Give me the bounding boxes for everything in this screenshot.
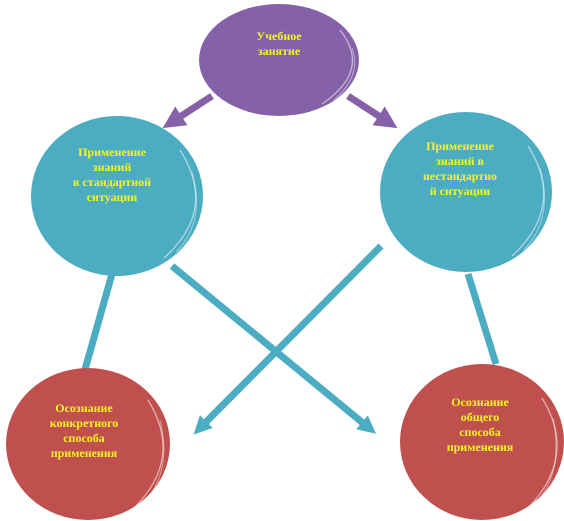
- connector-left-to-bottom-left: [80, 273, 116, 374]
- node-left: [31, 116, 203, 276]
- connector-right-to-bottom-right: [464, 272, 500, 366]
- node-top-curl: [321, 29, 354, 105]
- node-right-shape: [380, 112, 552, 272]
- node-top-shape: [199, 4, 359, 116]
- node-bottom-left-shape: [6, 368, 170, 520]
- connectors: [80, 93, 500, 435]
- arrow-top-to-right: [346, 93, 398, 129]
- node-bottom-right-curl: [527, 397, 558, 509]
- node-bottom-left-curl: [133, 399, 164, 509]
- node-bottom-right-curl-inner: [539, 417, 557, 499]
- node-bottom-right-shape: [400, 364, 564, 520]
- node-right-curl: [511, 145, 545, 257]
- arrow-left-to-bottom-right: [169, 263, 377, 434]
- node-bottom-left-curl-inner: [145, 419, 165, 501]
- node-left-curl: [163, 149, 197, 259]
- node-right-curl-inner: [523, 167, 545, 251]
- node-top: [199, 4, 359, 116]
- arrow-right-to-bottom-left: [193, 243, 384, 435]
- node-top-curl-inner: [333, 47, 356, 101]
- node-bottom-left: [6, 368, 170, 520]
- arrow-top-to-left: [162, 93, 214, 129]
- node-left-shape: [31, 116, 203, 276]
- node-right: [380, 112, 552, 272]
- node-bottom-right: [400, 364, 564, 520]
- node-left-curl-inner: [175, 171, 197, 253]
